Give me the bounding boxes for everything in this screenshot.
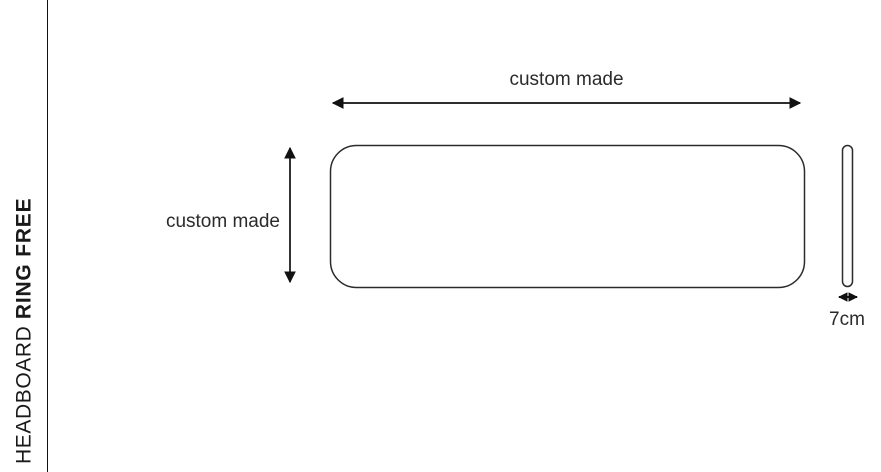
height-dimension-label: custom made [165, 211, 280, 232]
depth-dimension-label: 7cm [829, 309, 865, 330]
headboard-front-view-shape [329, 144, 806, 289]
width-dimension-label: custom made [509, 69, 624, 90]
vertical-divider [47, 0, 48, 472]
headboard-side-view-shape [841, 144, 854, 288]
